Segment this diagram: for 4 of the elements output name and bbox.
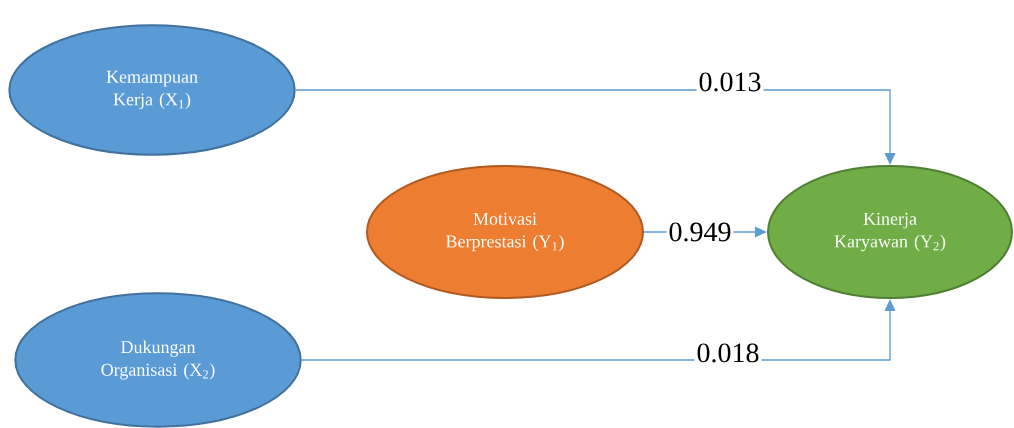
edge-label: 0.949 [666, 220, 734, 244]
arrow [301, 299, 896, 361]
edge-label: 0.018 [694, 341, 762, 365]
edge-label: 0.013 [696, 70, 764, 94]
